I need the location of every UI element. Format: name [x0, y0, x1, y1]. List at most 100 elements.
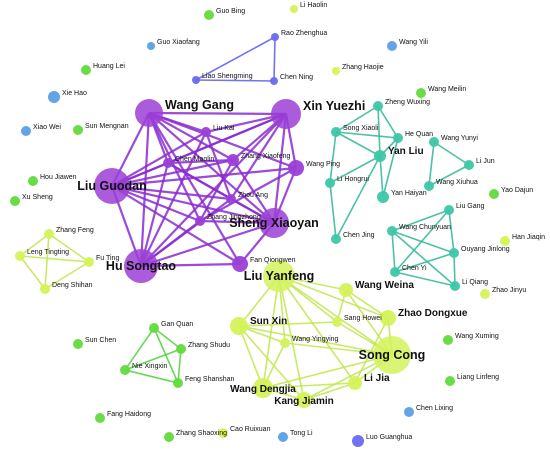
node-tong-li[interactable] [278, 432, 288, 442]
edge-zhang_feng-leng_tingting [19, 233, 50, 257]
node-li-qiang[interactable] [450, 281, 460, 291]
node-wang-xuming[interactable] [443, 335, 453, 345]
edge-liu_yanfeng-li_jia [278, 275, 356, 384]
node-liu-gang[interactable] [444, 205, 454, 215]
node-wang-yili[interactable] [387, 41, 397, 51]
node-chen-yi[interactable] [390, 267, 400, 277]
node-zhang-feng[interactable] [44, 229, 54, 239]
node-chen-ning[interactable] [270, 77, 278, 85]
node-wang-weina[interactable] [339, 283, 353, 297]
node-label-xiao-wei: Xiao Wei [33, 124, 61, 131]
node-label-yan-liu: Yan Liu [388, 146, 424, 157]
node-label-fang-haidong: Fang Haidong [107, 411, 151, 418]
node-label-gan-quan: Gan Quan [161, 321, 193, 328]
edge-song_xiaoli-li_hongrui [329, 131, 337, 184]
node-ouyang-jinlong[interactable] [449, 248, 459, 258]
node-zhao-jinyu[interactable] [480, 289, 490, 299]
node-fang-haidong[interactable] [95, 413, 105, 423]
node-sun-xin[interactable] [230, 317, 248, 335]
node-label-sun-mengnan: Sun Mengnan [85, 123, 129, 130]
node-zhang-haojie[interactable] [332, 67, 340, 75]
node-wang-dengjia[interactable] [253, 378, 273, 398]
node-sang-howei[interactable] [332, 317, 342, 327]
node-xie-hao[interactable] [48, 91, 60, 103]
node-liu-kai[interactable] [201, 127, 211, 137]
node-chen-lixing[interactable] [404, 407, 414, 417]
node-nie-xingxin[interactable] [120, 365, 130, 375]
node-zhao-dongxue[interactable] [380, 310, 396, 326]
node-song-xiaoli[interactable] [331, 127, 341, 137]
node-sheng-xiaoyan[interactable] [259, 208, 289, 238]
node-guo-xiaofang[interactable] [147, 42, 155, 50]
node-li-jun[interactable] [464, 160, 474, 170]
node-label-liu-yanfeng: Liu Yanfeng [244, 269, 315, 283]
node-wang-yingying[interactable] [280, 338, 290, 348]
node-yan-haiyan[interactable] [377, 191, 389, 203]
node-liang-linfeng[interactable] [445, 376, 455, 386]
node-wang-chunyuan[interactable] [387, 226, 397, 236]
node-hou-jiawen[interactable] [28, 176, 38, 186]
node-liu-guodan[interactable] [94, 168, 130, 204]
node-wang-ping[interactable] [288, 160, 304, 176]
edge-liu_guodan-fan_qiongwen [111, 185, 241, 265]
node-zhou-ang[interactable] [226, 194, 236, 204]
node-rao-zhenghua[interactable] [271, 33, 279, 41]
node-chen-jing[interactable] [331, 234, 341, 244]
node-zhang-xiaofeng[interactable] [227, 154, 239, 166]
node-label-liang-linfeng: Liang Linfeng [457, 374, 499, 381]
node-fan-qiongwen[interactable] [232, 256, 248, 272]
node-luo-guanghua[interactable] [352, 435, 364, 447]
edge-wang_weina-zhao_dongxue [345, 289, 389, 319]
node-xiao-wei[interactable] [21, 126, 31, 136]
node-li-haolin[interactable] [290, 5, 298, 13]
node-liao-shengming[interactable] [192, 76, 200, 84]
edge-hu_songtao-chen_maolin [139, 162, 170, 267]
edge-li_hongrui-chen_jing [329, 182, 337, 240]
node-deng-shihan[interactable] [40, 284, 50, 294]
node-zhang-shudu[interactable] [176, 344, 186, 354]
node-zheng-wuxing[interactable] [373, 101, 383, 111]
node-gan-quan[interactable] [149, 323, 159, 333]
node-chen-maolin[interactable] [163, 158, 173, 168]
node-wang-yunyi[interactable] [429, 137, 439, 147]
node-he-quan[interactable] [393, 133, 403, 143]
node-han-jiaqin[interactable] [500, 236, 510, 246]
node-label-li-jun: Li Jun [476, 158, 495, 165]
node-label-han-jiaqin: Han Jiaqin [512, 234, 545, 241]
node-sun-chen[interactable] [73, 339, 83, 349]
node-yao-dajun[interactable] [489, 189, 499, 199]
node-huang-lei[interactable] [81, 65, 91, 75]
node-feng-shanshan[interactable] [173, 378, 183, 388]
node-wang-meilin[interactable] [416, 88, 426, 98]
node-li-jia[interactable] [348, 376, 362, 390]
node-fu-ting[interactable] [84, 257, 94, 267]
node-sun-mengnan[interactable] [73, 125, 83, 135]
edge-ouyang_jinlong-li_qiang [453, 252, 456, 287]
node-song-cong[interactable] [373, 336, 411, 374]
node-xin-yuezhi[interactable] [271, 99, 301, 129]
edge-liu_gang-wang_chunyuan [391, 209, 450, 232]
node-cao-ruixuan[interactable] [218, 428, 228, 438]
node-yan-liu[interactable] [374, 150, 386, 162]
edge-liu_kai-zhou_ang [204, 131, 233, 200]
node-hu-songtao[interactable] [124, 249, 158, 283]
node-leng-tingting[interactable] [15, 251, 25, 261]
edge-rao_zhenghua-liao_shengming [195, 36, 276, 81]
edge-zheng_wuxing-song_xiaoli [335, 105, 379, 133]
edge-liu_gang-ouyang_jinlong [448, 209, 455, 254]
node-wang-gang[interactable] [135, 99, 163, 127]
node-label-zhang-feng: Zhang Feng [56, 227, 94, 234]
node-kang-jiamin[interactable] [296, 392, 312, 408]
edge-zhao_dongxue-li_jia [354, 317, 389, 384]
edge-wang_yunyi-wang_xiuhua [428, 141, 435, 187]
edge-sun_xin-sang_howei [238, 321, 338, 327]
node-guo-bing[interactable] [204, 10, 214, 20]
node-zhang-shaoxing[interactable] [164, 432, 174, 442]
node-label-guo-bing: Guo Bing [216, 8, 245, 15]
node-zhang-jingzhong[interactable] [195, 216, 205, 226]
node-xu-sheng[interactable] [10, 196, 20, 206]
node-liu-yanfeng[interactable] [263, 260, 295, 292]
node-wang-xiuhua[interactable] [424, 181, 434, 191]
node-li-hongrui[interactable] [325, 178, 335, 188]
node-label-zhang-shudu: Zhang Shudu [188, 342, 230, 349]
